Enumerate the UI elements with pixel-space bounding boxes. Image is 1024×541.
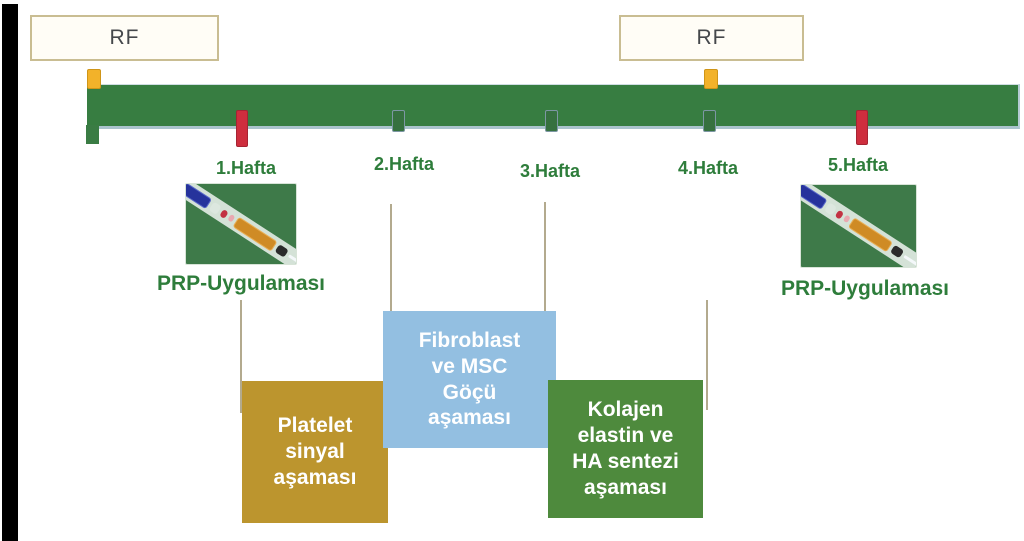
prp-label-right: PRP-Uygulaması xyxy=(780,277,950,300)
prp-marker-red-week1 xyxy=(236,110,248,147)
week-marker-green-week2 xyxy=(392,110,405,132)
week-label-1: 1.Hafta xyxy=(215,158,277,178)
phase-box-collagen-elastin-ha-synthesis: Kolajen elastin ve HA sentezi aşaması xyxy=(548,380,703,518)
week-label-2: 2.Hafta xyxy=(373,154,435,174)
connector-line-week4 xyxy=(706,300,708,410)
phase-text-line: aşaması xyxy=(273,465,357,489)
connector-line-week3 xyxy=(544,202,546,312)
syringe-needle xyxy=(287,254,296,264)
rf-marker-yellow-week4 xyxy=(704,69,718,89)
phase-box-platelet-signal: Platelet sinyal aşaması xyxy=(242,381,388,523)
phase-text-line: aşaması xyxy=(428,406,511,430)
phase-text-line: elastin ve xyxy=(577,424,674,448)
week-label-4: 4.Hafta xyxy=(677,158,739,178)
syringe-plunger-blue xyxy=(186,184,213,209)
syringe-icon xyxy=(801,185,916,267)
connector-line-week1 xyxy=(240,300,242,413)
syringe-needle xyxy=(903,254,916,267)
left-black-strip xyxy=(2,4,18,541)
rf-marker-yellow-week0 xyxy=(87,69,101,89)
prp-label-left: PRP-Uygulaması xyxy=(156,272,326,295)
prp-marker-red-week5 xyxy=(856,110,868,145)
rf-label: RF xyxy=(696,26,727,49)
rf-box-right: RF xyxy=(619,15,804,61)
syringe-cap-dark xyxy=(274,244,289,258)
rf-box-left: RF xyxy=(30,15,219,61)
phase-text-line: Platelet xyxy=(277,414,353,438)
phase-text-line: Kolajen xyxy=(587,398,664,422)
week-marker-green-week4 xyxy=(703,110,716,132)
phase-text-line: Göçü xyxy=(442,380,497,404)
phase-text-line: aşaması xyxy=(584,475,667,499)
connector-line-week2 xyxy=(390,204,392,311)
syringe-photo-right xyxy=(800,184,917,268)
phase-text-line: ve MSC xyxy=(431,354,508,378)
syringe-cap-dark xyxy=(890,244,905,259)
syringe-plunger-blue xyxy=(801,185,828,210)
phase-text-line: Fibroblast xyxy=(418,328,521,352)
phase-box-fibroblast-msc-migration: Fibroblast ve MSC Göçü aşaması xyxy=(383,311,556,448)
syringe-photo-left xyxy=(185,183,297,265)
syringe-plasma-orange xyxy=(232,216,278,252)
syringe-plasma-orange xyxy=(848,216,894,252)
syringe-icon xyxy=(186,184,296,264)
phase-text-line: HA sentezi xyxy=(572,450,679,473)
week-label-5: 5.Hafta xyxy=(827,155,889,175)
timeline-start-cap xyxy=(86,125,99,144)
rf-label: RF xyxy=(109,26,140,49)
week-marker-green-week3 xyxy=(545,110,558,132)
phase-text-line: sinyal xyxy=(285,440,345,464)
week-label-3: 3.Hafta xyxy=(519,161,581,181)
